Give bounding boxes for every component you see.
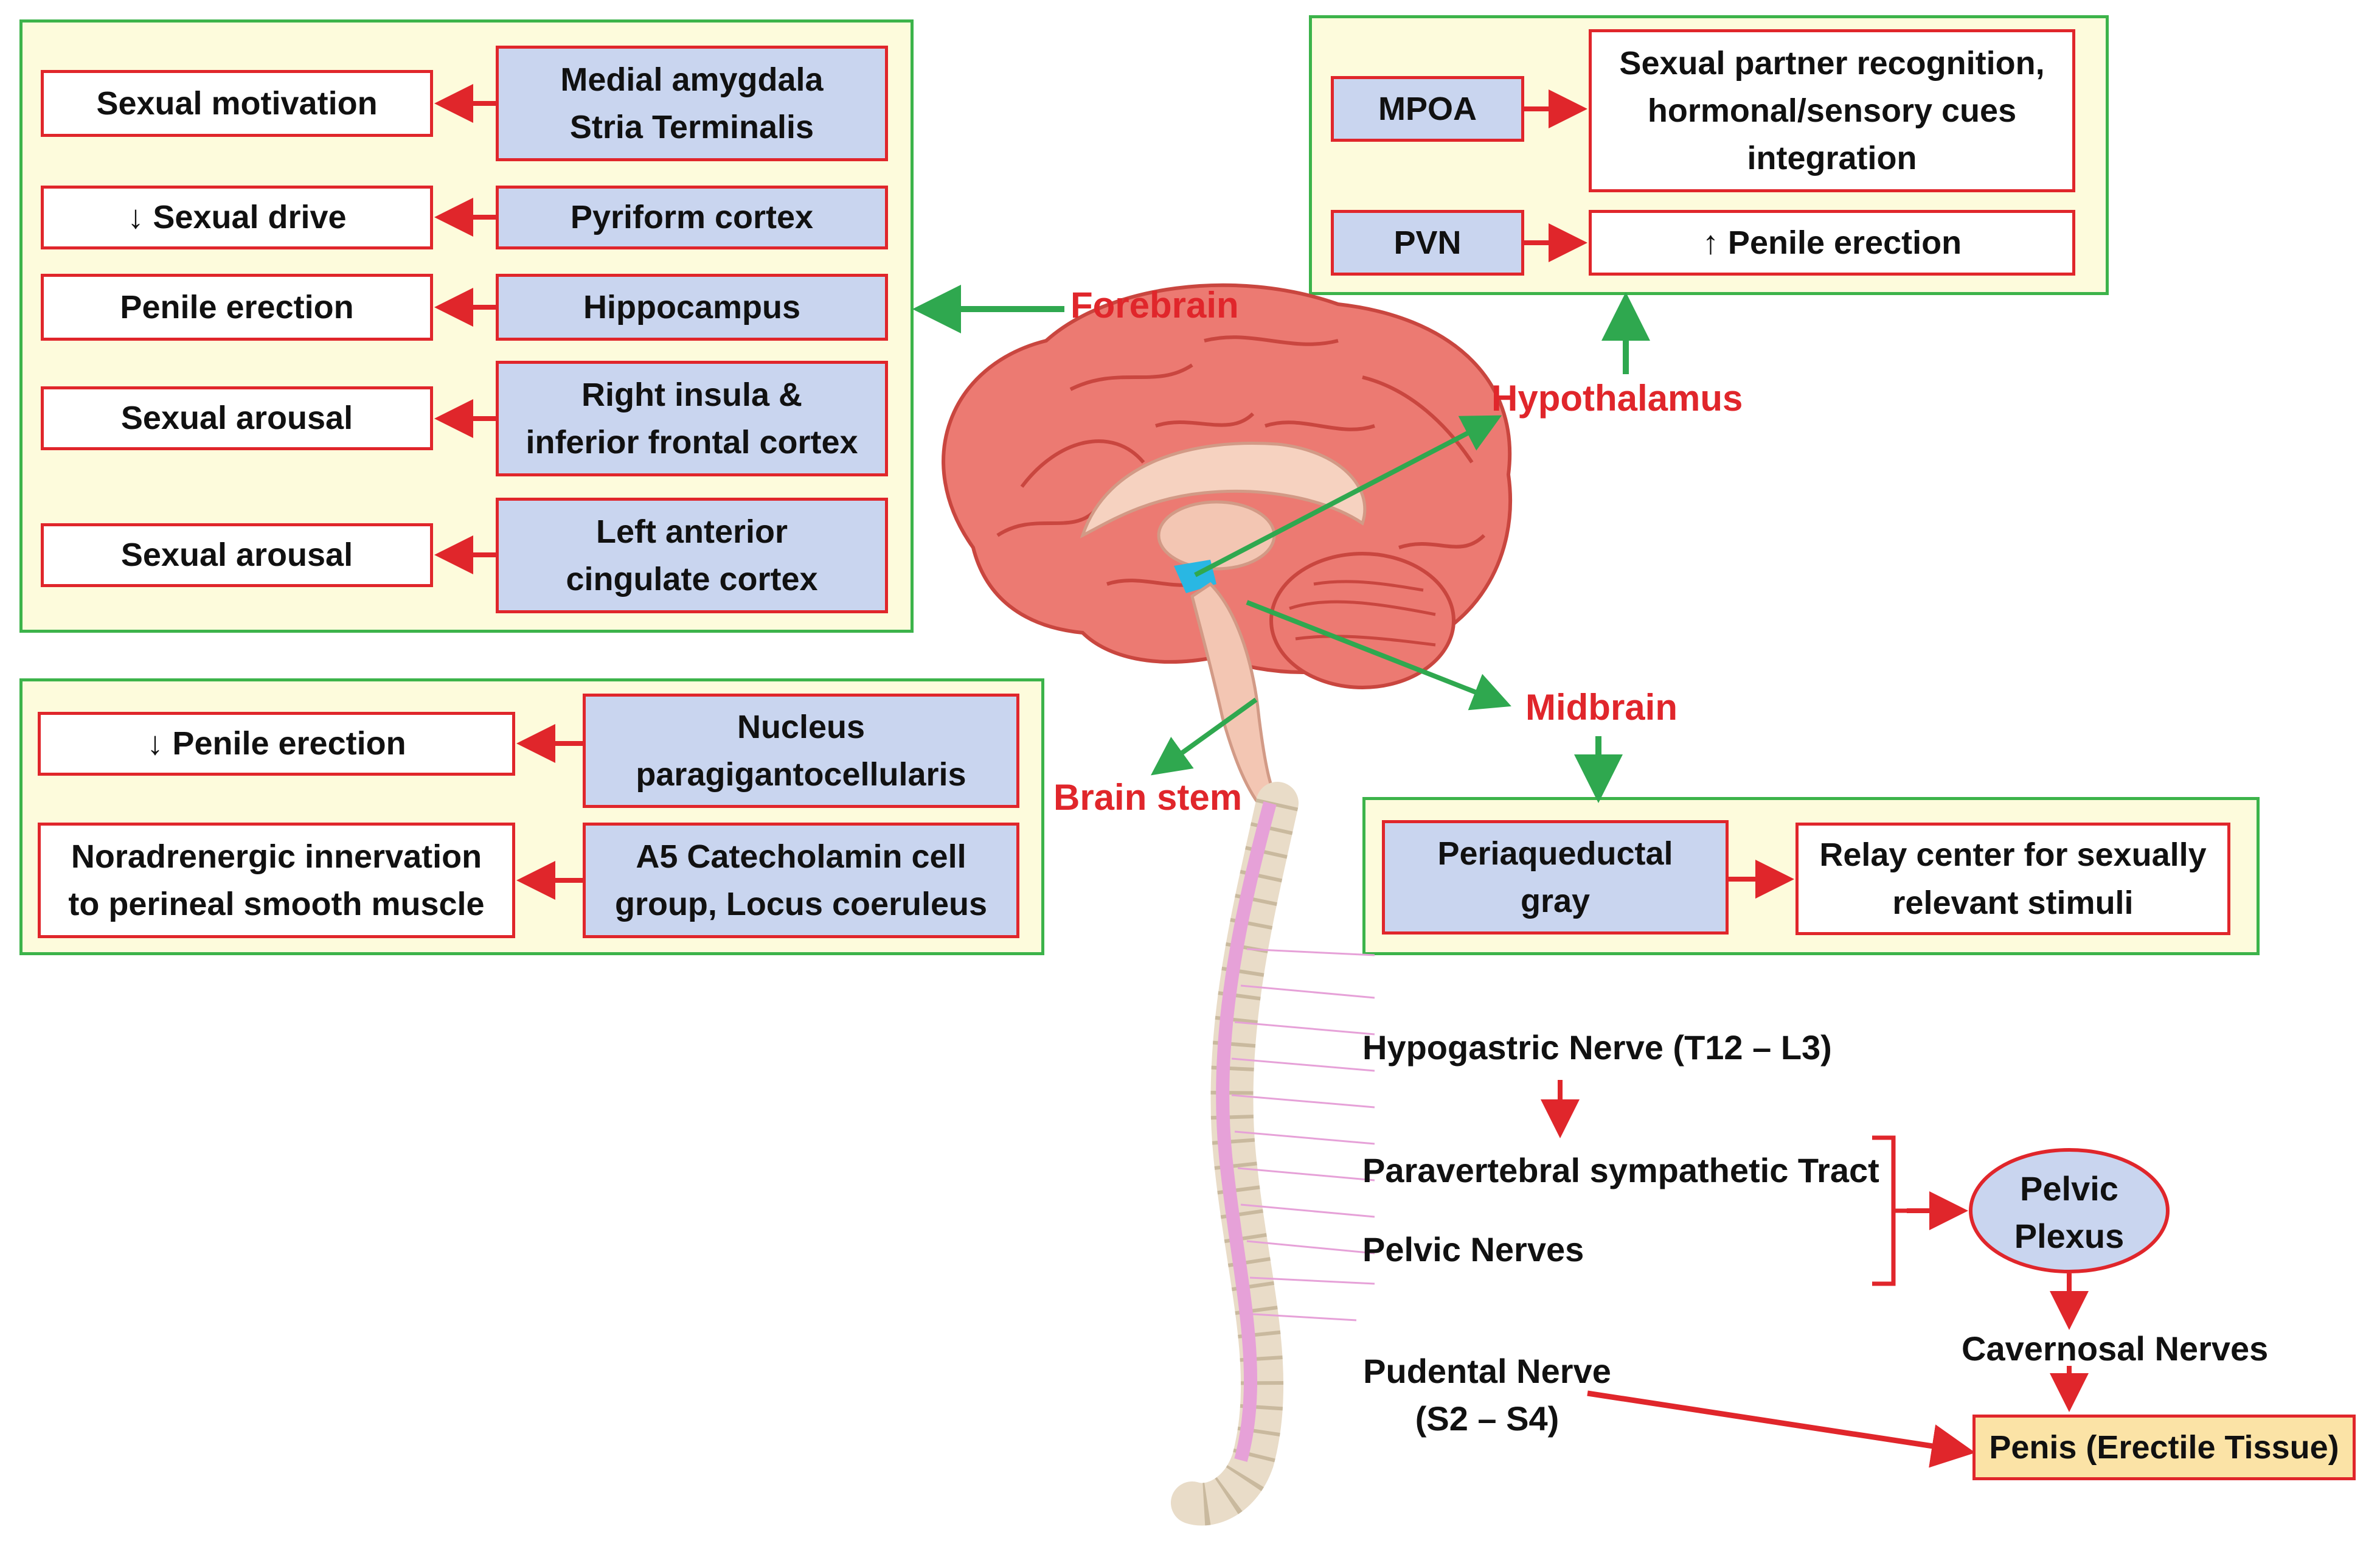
brain-icon (942, 283, 1513, 814)
hypogastric-nerve-label: Hypogastric Nerve (T12 – L3) (1362, 1028, 1832, 1067)
region-forebrain: Forebrain (1070, 285, 1239, 325)
brainstem-effect-2: Noradrenergic innervation to perineal sm… (38, 823, 515, 938)
brainstem-structure-2: A5 Catecholamin cell group, Locus coerul… (583, 823, 1019, 938)
forebrain-structure-1: Medial amygdala Stria Terminalis (496, 46, 888, 161)
pelvic-plexus-node (1969, 1148, 2170, 1273)
forebrain-structure-3: Hippocampus (496, 274, 888, 341)
forebrain-effect-4: Sexual arousal (41, 386, 433, 450)
region-midbrain: Midbrain (1525, 687, 1677, 728)
forebrain-effect-1: Sexual motivation (41, 70, 433, 137)
hypothalamus-effect-pvn: ↑ Penile erection (1589, 210, 2075, 276)
penis-erectile-tissue-box: Penis (Erectile Tissue) (1972, 1415, 2356, 1480)
paravertebral-tract-label: Paravertebral sympathetic Tract (1362, 1151, 1879, 1189)
forebrain-structure-4: Right insula & inferior frontal cortex (496, 361, 888, 476)
forebrain-structure-5: Left anterior cingulate cortex (496, 498, 888, 613)
arrow-midbrain-link (1246, 600, 1511, 711)
forebrain-effect-3: Penile erection (41, 274, 433, 341)
pelvic-plexus-label: Pelvic Plexus (2014, 1169, 2125, 1256)
forebrain-effect-5: Sexual arousal (41, 523, 433, 587)
arrow-hypothalamus-link (1194, 415, 1502, 577)
region-brainstem: Brain stem (1053, 777, 1243, 818)
midbrain-effect: Relay center for sexually relevant stimu… (1795, 823, 2230, 935)
cavernosal-nerves-label: Cavernosal Nerves (1962, 1329, 2269, 1368)
brainstem-structure-1: Nucleus paragigantocellularis (583, 694, 1019, 808)
arrow-brainstem (1151, 697, 1258, 776)
hypothalamus-structure-mpoa: MPOA (1331, 76, 1524, 142)
pudental-nerve-label: Pudental Nerve (S2 – S4) (1363, 1352, 1611, 1438)
pelvic-nerves-label: Pelvic Nerves (1362, 1230, 1584, 1269)
brainstem-effect-1: ↓ Penile erection (38, 712, 515, 776)
region-hypothalamus: Hypothalamus (1491, 378, 1743, 419)
forebrain-effect-2: ↓ Sexual drive (41, 186, 433, 249)
hypothalamus-effect-mpoa: Sexual partner recognition, hormonal/sen… (1589, 29, 2075, 192)
spine-icon (1171, 782, 1375, 1526)
hypothalamus-structure-pvn: PVN (1331, 210, 1524, 276)
midbrain-structure: Periaqueductal gray (1382, 820, 1729, 935)
forebrain-structure-2: Pyriform cortex (496, 186, 888, 249)
